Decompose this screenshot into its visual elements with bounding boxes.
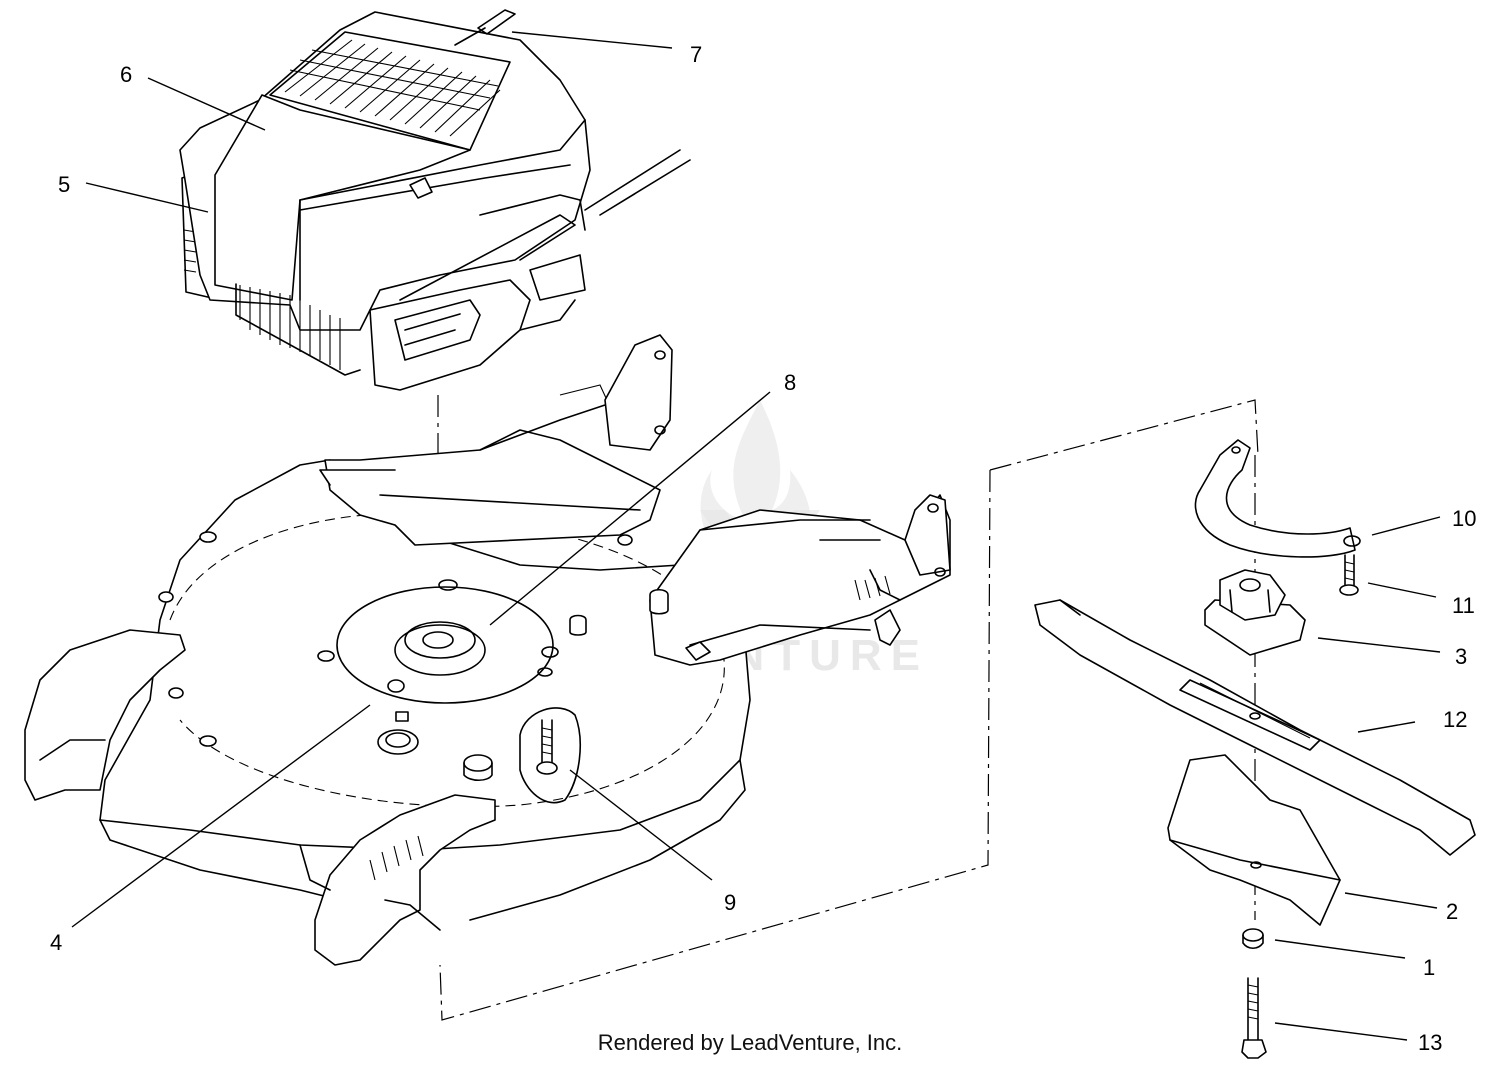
callout-10: 10 — [1452, 506, 1476, 531]
callout-9: 9 — [724, 890, 736, 915]
callout-labels: 5 6 7 8 4 9 10 11 3 12 2 1 13 — [50, 42, 1476, 1055]
callout-11: 11 — [1452, 593, 1475, 618]
callout-2: 2 — [1446, 899, 1458, 924]
credit-text: Rendered by LeadVenture, Inc. — [597, 1030, 903, 1055]
callout-8: 8 — [784, 370, 796, 395]
callout-3: 3 — [1455, 644, 1467, 669]
leader-lines — [71, 31, 1441, 1041]
engine — [179, 9, 691, 391]
callout-5: 5 — [58, 172, 70, 197]
callout-6: 6 — [120, 62, 132, 87]
callout-13: 13 — [1418, 1030, 1442, 1055]
callout-12: 12 — [1443, 707, 1467, 732]
mower-deck — [24, 334, 951, 966]
callout-7: 7 — [690, 42, 702, 67]
callout-1: 1 — [1423, 955, 1435, 980]
blade-assembly — [439, 399, 1476, 1059]
callout-4: 4 — [50, 930, 62, 955]
